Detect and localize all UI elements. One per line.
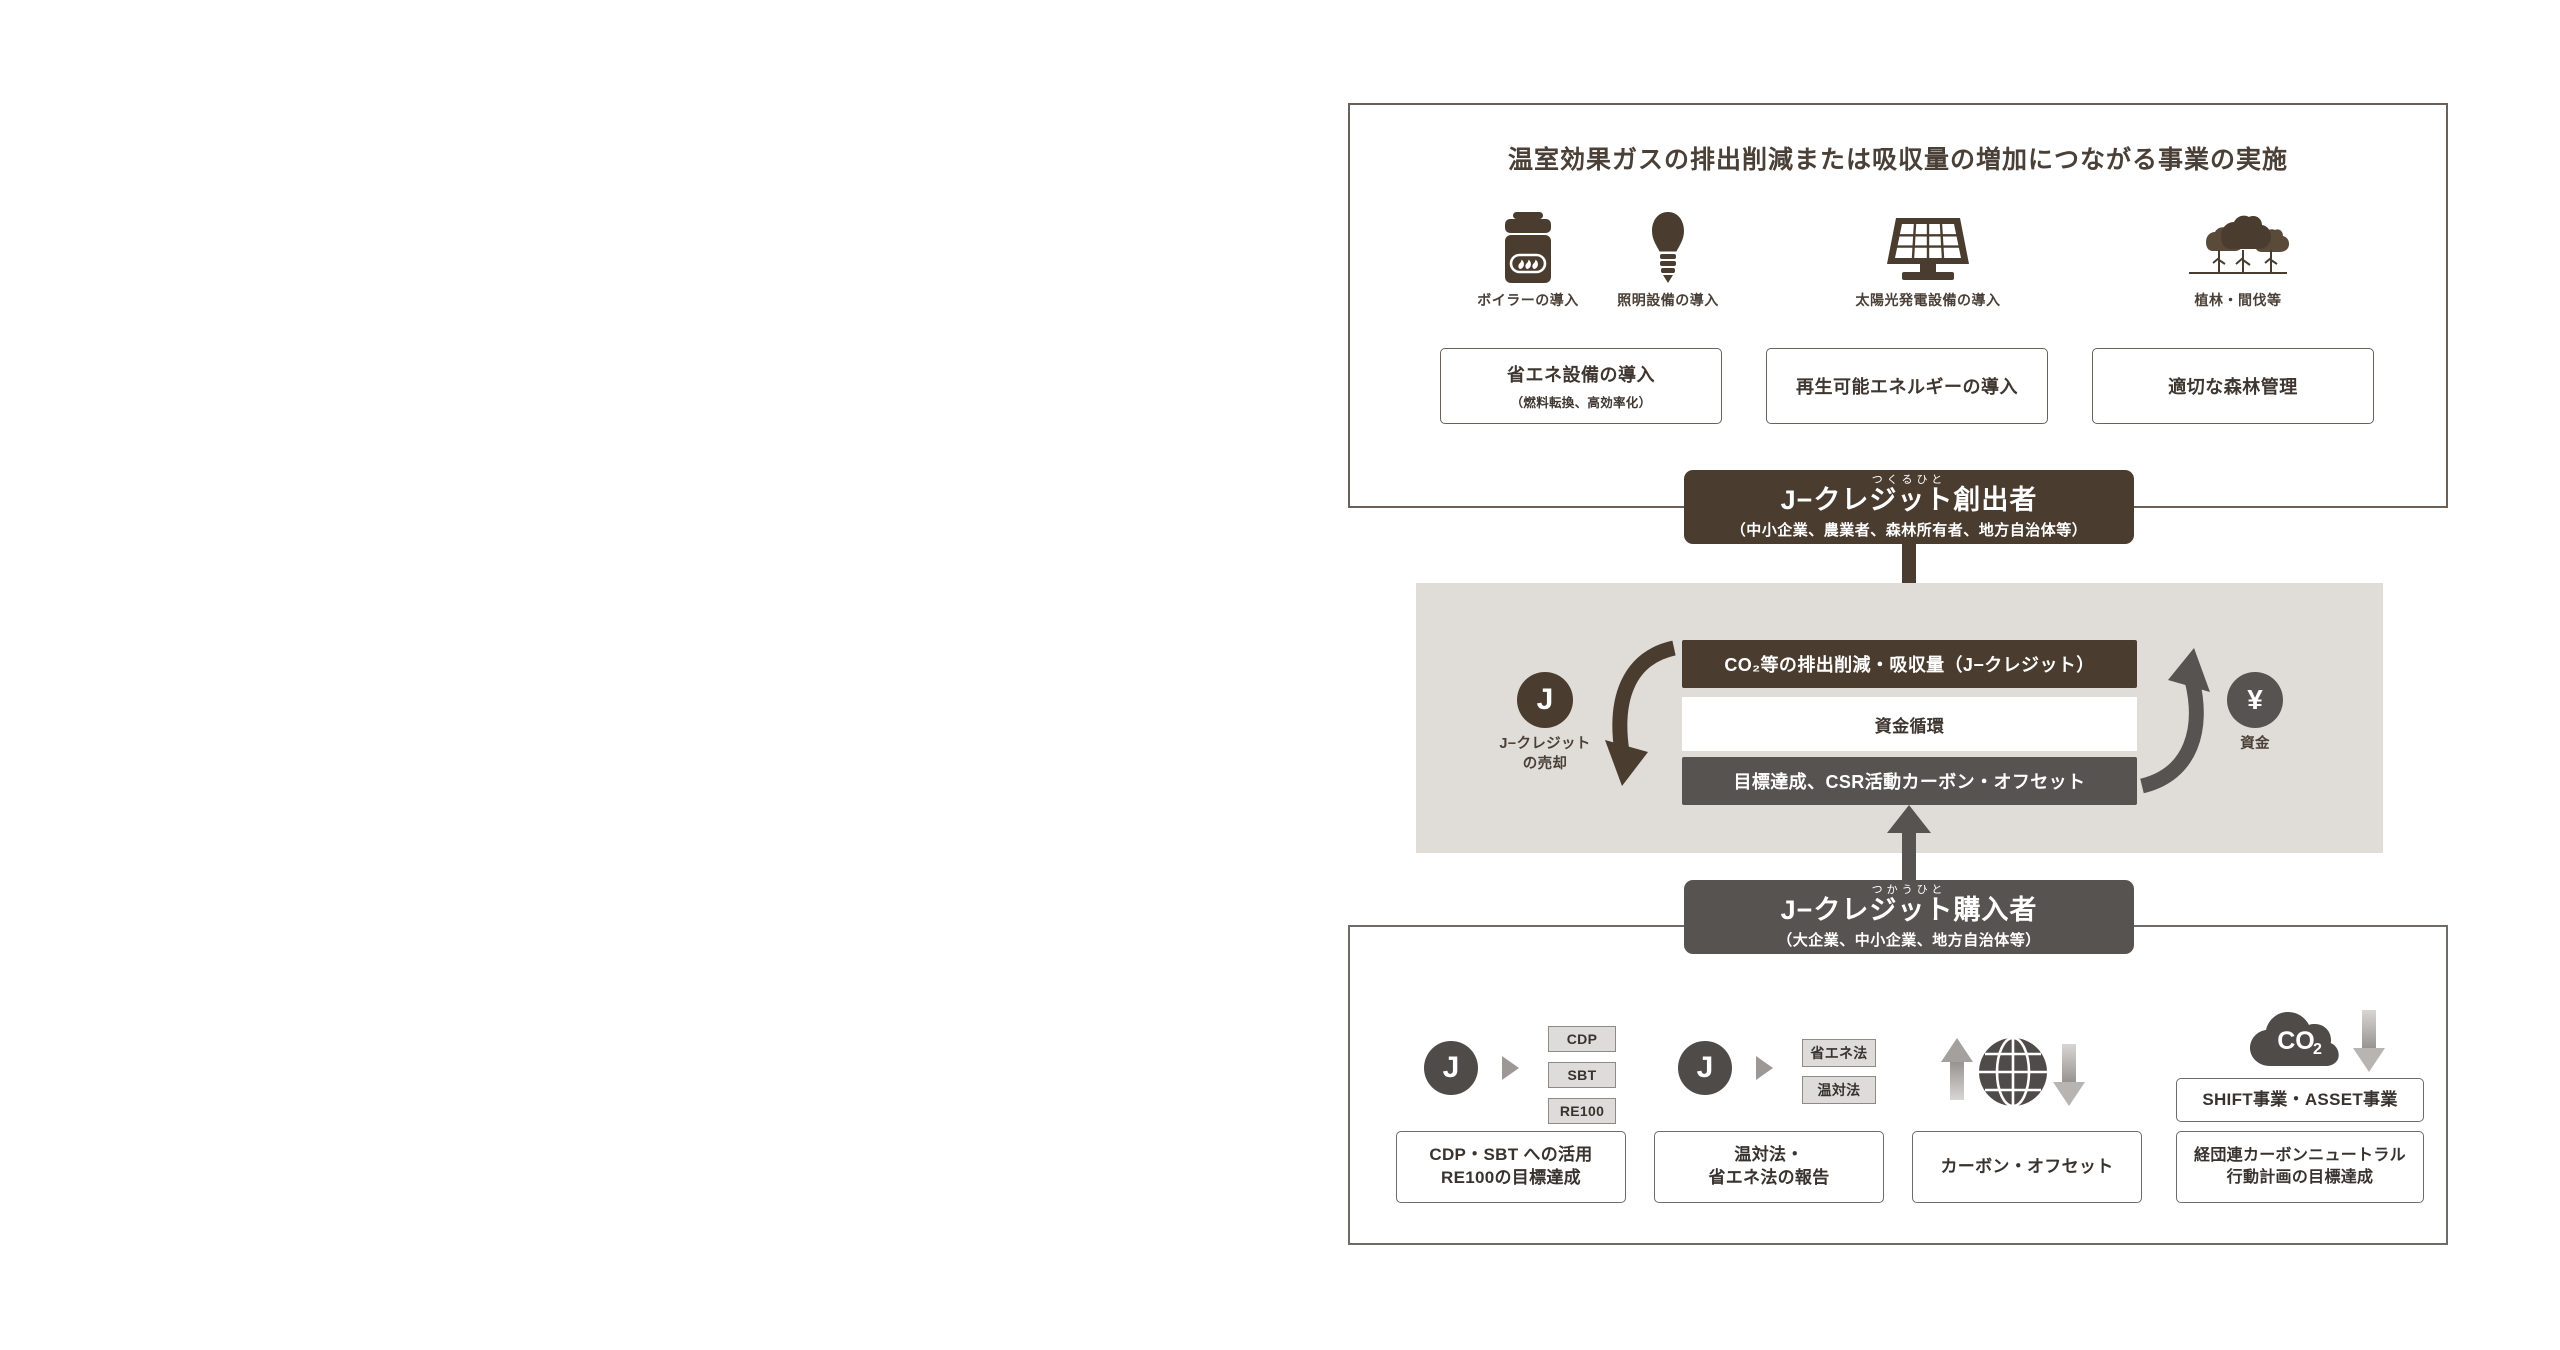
purchaser-subtitle: （大企業、中小企業、地方自治体等） xyxy=(1777,931,2041,949)
purchaser-ruby: つかうひと xyxy=(1871,884,1947,897)
measure-box-energy-saving-title: 省エネ設備の導入 xyxy=(1507,365,1655,385)
flow-box-funds-circulation[interactable]: 資金循環 xyxy=(1682,697,2137,751)
measure-box-forest-title: 適切な森林管理 xyxy=(2168,377,2298,397)
icon-caption-solar: 太陽光発電設備の導入 xyxy=(1855,292,2001,308)
usage-box-carbon-offset[interactable]: カーボン・オフセット xyxy=(1912,1131,2142,1203)
tag-global-warming-law[interactable]: 温対法 xyxy=(1802,1076,1876,1104)
creator-subtitle: （中小企業、農業者、森林所有者、地方自治体等） xyxy=(1730,521,2088,539)
play-triangle-icon xyxy=(1756,1056,1773,1080)
usage-box-cdp-sbt-re100[interactable]: CDP・SBT への活用 RE100の目標達成 xyxy=(1396,1131,1626,1203)
usage-box-law-reporting[interactable]: 温対法・ 省エネ法の報告 xyxy=(1654,1131,1884,1203)
creator-title: J−クレジット創出者 xyxy=(1780,484,2038,515)
j-credit-circle-icon: J xyxy=(1517,672,1573,728)
measure-box-renewable-title: 再生可能エネルギーの導入 xyxy=(1796,377,2018,397)
purchaser-title: J−クレジット購入者 xyxy=(1780,894,2038,925)
right-side-funds: ¥ 資金 xyxy=(2180,672,2330,755)
flow-box-credit[interactable]: CO₂等の排出削減・吸収量（J−クレジット） xyxy=(1682,640,2137,688)
icon-cell-forestry: 植林・間伐等 xyxy=(2148,210,2328,310)
arrow-curve-left xyxy=(1602,640,1686,815)
icon-cell-boiler: ボイラーの導入 xyxy=(1448,210,1608,310)
usage-box-shift-asset[interactable]: SHIFT事業・ASSET事業 xyxy=(2176,1078,2424,1122)
creator-actor-box[interactable]: つくるひと J−クレジット創出者 （中小企業、農業者、森林所有者、地方自治体等） xyxy=(1684,470,2134,544)
icon-caption-forestry: 植林・間伐等 xyxy=(2194,292,2282,308)
arrow-down-icon xyxy=(2353,1010,2385,1072)
boiler-icon xyxy=(1448,210,1608,286)
tag-cdp[interactable]: CDP xyxy=(1548,1026,1616,1052)
arrow-up-icon xyxy=(1941,1038,1973,1100)
svg-text:2: 2 xyxy=(2313,1041,2322,1058)
flow-box-goal-achievement[interactable]: 目標達成、CSR活動カーボン・オフセット xyxy=(1682,757,2137,805)
creator-ruby: つくるひと xyxy=(1871,474,1947,487)
right-side-funds-caption: 資金 xyxy=(2240,736,2270,752)
j-circle-icon: J xyxy=(1424,1041,1478,1095)
project-implementation-panel xyxy=(1348,103,2448,508)
measure-box-forest[interactable]: 適切な森林管理 xyxy=(2092,348,2374,424)
tag-sbt[interactable]: SBT xyxy=(1548,1062,1616,1088)
trees-icon xyxy=(2148,210,2328,286)
globe-with-arrows-icon xyxy=(1938,1026,2088,1123)
left-side-credit-sale: J J−クレジット の売却 xyxy=(1470,672,1620,774)
measure-box-renewable[interactable]: 再生可能エネルギーの導入 xyxy=(1766,348,2048,424)
svg-text:CO: CO xyxy=(2277,1027,2315,1055)
top-section-heading: 温室効果ガスの排出削減または吸収量の増加につながる事業の実施 xyxy=(1507,146,2288,174)
yen-circle-icon: ¥ xyxy=(2227,672,2283,728)
icon-caption-lighting: 照明設備の導入 xyxy=(1617,292,1719,308)
measure-box-energy-saving-subtitle: （燃料転換、高効率化） xyxy=(1510,396,1652,410)
icon-caption-boiler: ボイラーの導入 xyxy=(1477,292,1579,308)
solar-panel-icon xyxy=(1818,210,2038,286)
purchaser-actor-box[interactable]: つかうひと J−クレジット購入者 （大企業、中小企業、地方自治体等） xyxy=(1684,880,2134,954)
left-side-credit-sale-caption: J−クレジット の売却 xyxy=(1499,736,1591,772)
arrow-curve-right xyxy=(2130,640,2214,815)
icon-cell-lighting: 照明設備の導入 xyxy=(1588,210,1748,310)
icon-cell-solar: 太陽光発電設備の導入 xyxy=(1818,210,2038,310)
lightbulb-icon xyxy=(1588,210,1748,286)
arrow-down-icon xyxy=(2053,1044,2085,1106)
measure-box-energy-saving[interactable]: 省エネ設備の導入 （燃料転換、高効率化） xyxy=(1440,348,1722,424)
tag-re100[interactable]: RE100 xyxy=(1548,1098,1616,1124)
play-triangle-icon xyxy=(1502,1056,1519,1080)
tag-energy-saving-law[interactable]: 省エネ法 xyxy=(1802,1039,1876,1067)
arrow-purchaser-to-flow xyxy=(1880,805,1938,900)
j-circle-icon: J xyxy=(1678,1041,1732,1095)
usage-box-keidanren[interactable]: 経団連カーボンニュートラル 行動計画の目標達成 xyxy=(2176,1131,2424,1203)
co2-cloud-icon: CO 2 xyxy=(2244,1004,2396,1083)
